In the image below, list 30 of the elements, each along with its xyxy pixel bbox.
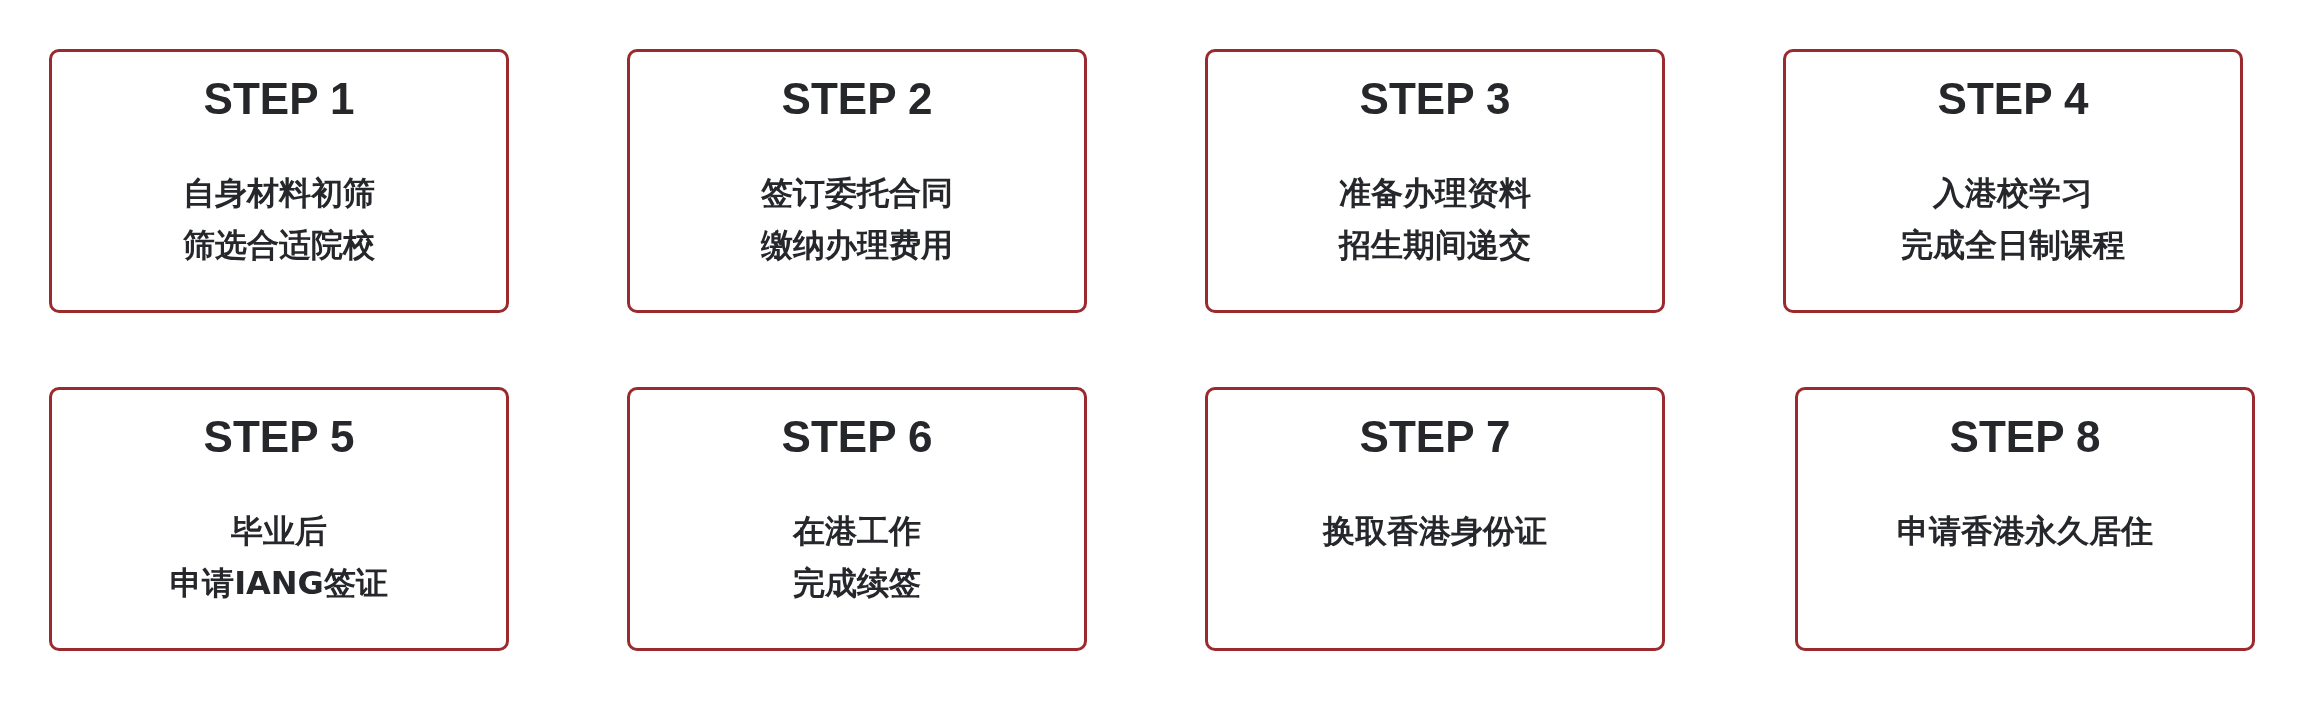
step-description: 换取香港身份证 bbox=[1323, 511, 1547, 552]
step-box bbox=[627, 387, 1087, 651]
step-box bbox=[1783, 49, 2243, 313]
step-heading: STEP 5 bbox=[203, 412, 355, 462]
step-description: 招生期间递交 bbox=[1339, 225, 1531, 266]
step-description: 缴纳办理费用 bbox=[761, 225, 953, 266]
step-box bbox=[1795, 387, 2255, 651]
step-box bbox=[49, 387, 509, 651]
step-description: 完成全日制课程 bbox=[1901, 225, 2125, 266]
step-description: 签订委托合同 bbox=[761, 173, 953, 214]
step-box bbox=[1205, 49, 1665, 313]
step-heading: STEP 7 bbox=[1359, 412, 1511, 462]
step-box bbox=[1205, 387, 1665, 651]
step-description: 完成续签 bbox=[793, 563, 921, 604]
step-heading: STEP 3 bbox=[1359, 74, 1511, 124]
step-description: 入港校学习 bbox=[1933, 173, 2093, 214]
step-description: 申请香港永久居住 bbox=[1897, 511, 2153, 552]
step-description: 毕业后 bbox=[231, 511, 327, 552]
step-description: 准备办理资料 bbox=[1339, 173, 1531, 214]
step-box bbox=[627, 49, 1087, 313]
step-heading: STEP 4 bbox=[1937, 74, 2089, 124]
step-description: 自身材料初筛 bbox=[183, 173, 375, 214]
step-description: 在港工作 bbox=[793, 511, 921, 552]
step-heading: STEP 6 bbox=[781, 412, 933, 462]
step-heading: STEP 2 bbox=[781, 74, 933, 124]
step-box bbox=[49, 49, 509, 313]
step-description: 申请IANG签证 bbox=[170, 563, 388, 604]
step-heading: STEP 1 bbox=[203, 74, 355, 124]
step-description: 筛选合适院校 bbox=[183, 225, 375, 266]
step-heading: STEP 8 bbox=[1949, 412, 2101, 462]
